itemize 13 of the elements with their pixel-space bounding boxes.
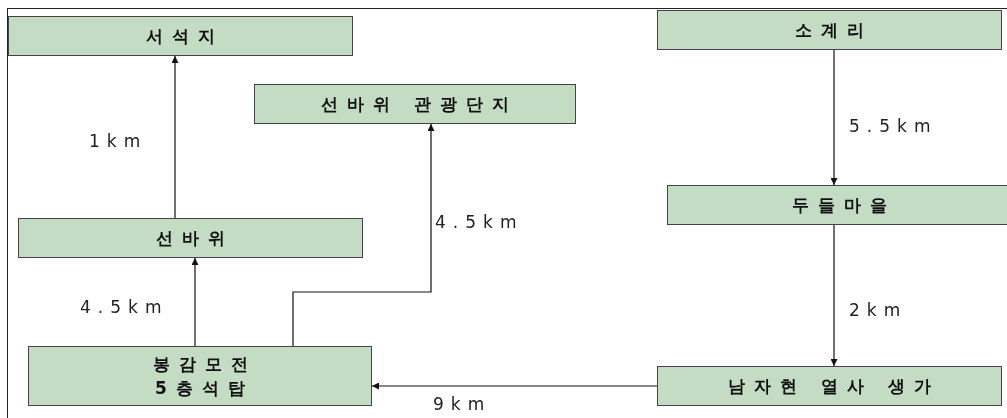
place-box: 봉감모전 5층석탑: [28, 346, 372, 406]
arrow: [371, 382, 658, 390]
place-box: 선바위 관광단지: [254, 84, 576, 124]
place-box: 남자현 열사 생가: [657, 366, 1002, 406]
arrow: [191, 257, 199, 347]
arrow: [830, 224, 838, 367]
place-box: 두들마을: [667, 185, 1007, 225]
place-box: 서석지: [8, 16, 353, 56]
arrow: [830, 49, 838, 186]
arrow: [292, 123, 435, 347]
arrow: [171, 55, 179, 219]
place-box: 선바위: [18, 218, 363, 258]
place-box: 소계리: [657, 10, 1002, 50]
